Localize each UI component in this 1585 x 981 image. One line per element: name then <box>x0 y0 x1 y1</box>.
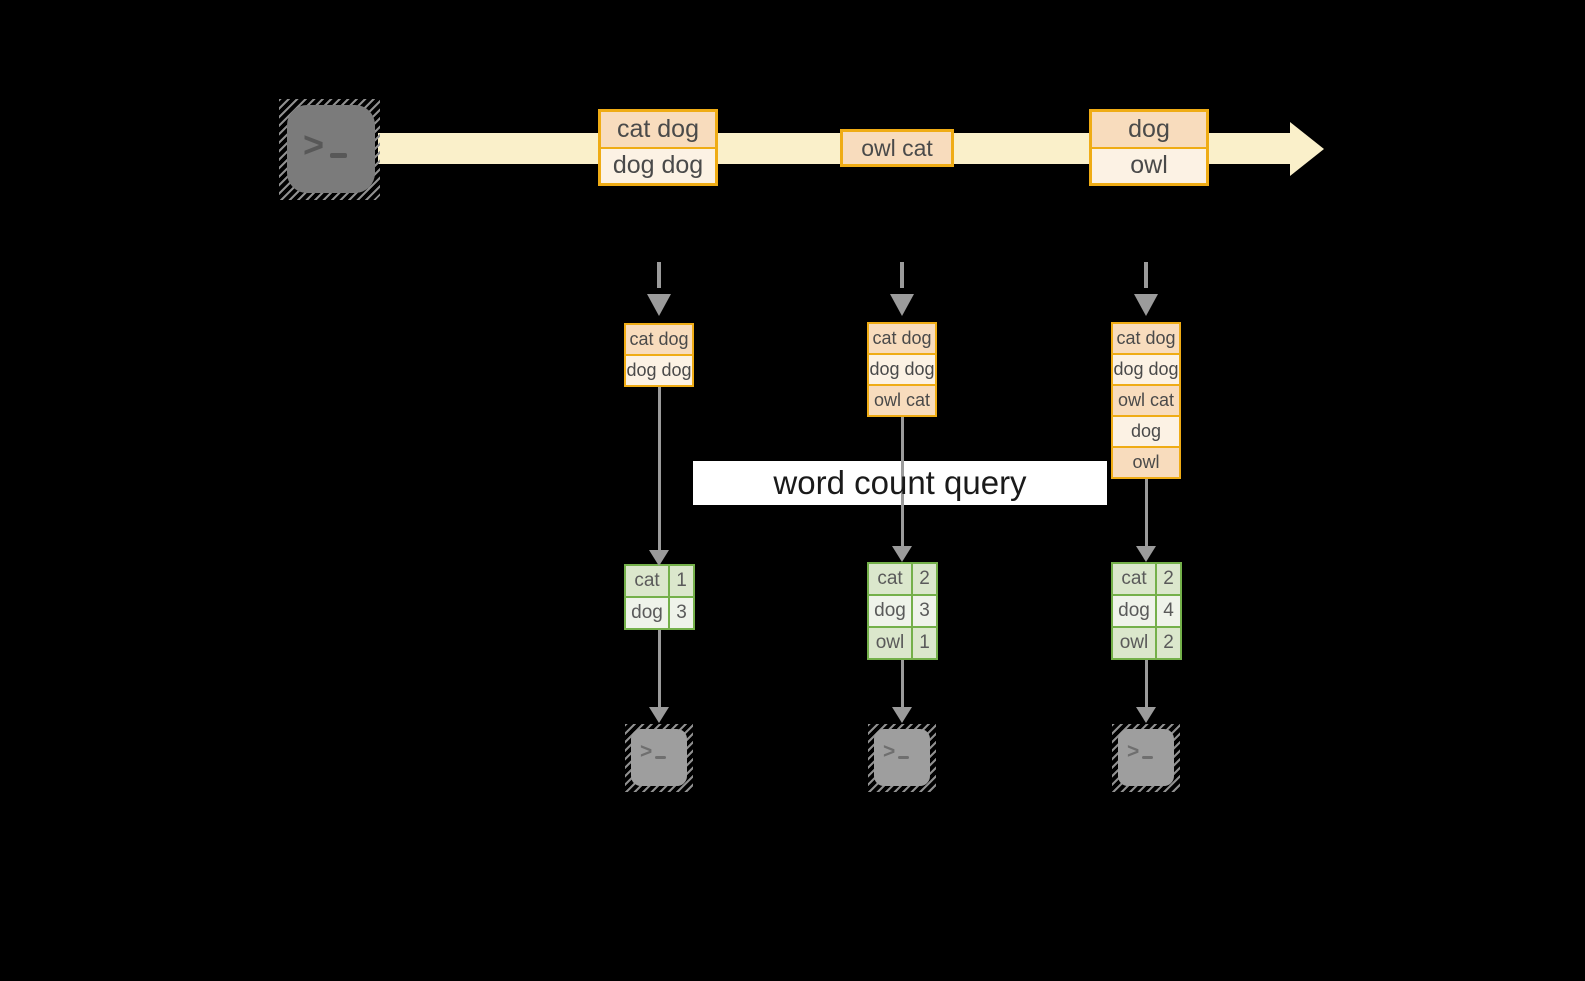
dashed-arrow-line <box>900 262 904 288</box>
count-value: 4 <box>1155 596 1180 626</box>
count-word: cat <box>634 570 660 591</box>
event-line: cat dog <box>601 112 715 147</box>
state-line: cat dog <box>869 324 935 353</box>
state-line: cat dog <box>1113 324 1179 353</box>
state-line: dog dog <box>1113 353 1179 384</box>
prompt-chevron-icon: > <box>883 740 896 763</box>
count-value: 1 <box>668 566 693 596</box>
query-arrow-line <box>901 417 904 546</box>
state-line: owl cat <box>869 384 935 415</box>
terminal-icon: > <box>1118 729 1174 786</box>
count-word: dog <box>1118 600 1150 621</box>
sink-arrow-head-icon <box>649 707 669 723</box>
count-value: 1 <box>911 628 936 658</box>
count-word: dog <box>631 602 663 623</box>
state-line: dog dog <box>869 353 935 384</box>
cursor-icon <box>898 756 910 759</box>
count-value: 2 <box>1155 564 1180 594</box>
query-label: word count query <box>773 464 1027 501</box>
stream-event-box-3: dog owl <box>1089 109 1209 186</box>
input-state-box-3: cat dog dog dog owl cat dog owl <box>1111 322 1181 479</box>
event-line: dog <box>1092 112 1206 147</box>
count-value: 3 <box>911 596 936 626</box>
sink-arrow-line <box>901 660 904 707</box>
prompt-chevron-icon: > <box>640 740 653 763</box>
terminal-icon: > <box>631 729 687 786</box>
terminal-icon: > <box>287 105 375 193</box>
event-line: dog dog <box>601 146 715 183</box>
state-line: cat dog <box>626 325 692 354</box>
count-value: 2 <box>911 564 936 594</box>
input-state-box-2: cat dog dog dog owl cat <box>867 322 937 417</box>
sink-arrow-head-icon <box>892 707 912 723</box>
state-line: dog <box>1113 415 1179 446</box>
query-arrow-line <box>1145 479 1148 546</box>
count-word: dog <box>874 600 906 621</box>
state-line: dog dog <box>626 354 692 385</box>
count-value: 3 <box>668 598 693 628</box>
input-state-box-1: cat dog dog dog <box>624 323 694 387</box>
dashed-arrow-head-icon <box>1134 294 1158 316</box>
count-word: cat <box>1121 568 1147 589</box>
state-line: owl cat <box>1113 384 1179 415</box>
query-arrow-head-icon <box>1136 546 1156 562</box>
stream-event-box-1: cat dog dog dog <box>598 109 718 186</box>
state-line: owl <box>1113 446 1179 477</box>
query-arrow-head-icon <box>892 546 912 562</box>
prompt-chevron-icon: > <box>1127 740 1140 763</box>
prompt-chevron-icon: > <box>303 124 325 165</box>
cursor-icon <box>1142 756 1154 759</box>
sink-arrow-head-icon <box>1136 707 1156 723</box>
count-table-1: cat 1 dog 3 <box>624 564 695 630</box>
terminal-icon: > <box>874 729 930 786</box>
sink-arrow-line <box>658 630 661 707</box>
dashed-arrow-line <box>657 262 661 288</box>
stream-arrowhead-icon <box>1290 122 1324 176</box>
count-table-3: cat 2 dog 4 owl 2 <box>1111 562 1182 660</box>
dashed-arrow-line <box>1144 262 1148 288</box>
count-table-2: cat 2 dog 3 owl 1 <box>867 562 938 660</box>
count-word: owl <box>875 632 905 653</box>
stream-event-box-2: owl cat <box>840 129 954 167</box>
query-label-background <box>693 461 1107 505</box>
sink-arrow-line <box>1145 660 1148 707</box>
dashed-arrow-head-icon <box>647 294 671 316</box>
count-word: cat <box>877 568 903 589</box>
event-line: owl <box>1092 146 1206 183</box>
event-line: owl cat <box>843 132 951 164</box>
query-arrow-head-icon <box>649 550 669 566</box>
count-word: owl <box>1119 632 1149 653</box>
cursor-icon <box>655 756 667 759</box>
cursor-icon <box>330 153 348 158</box>
dashed-arrow-head-icon <box>890 294 914 316</box>
query-arrow-line <box>658 387 661 550</box>
count-value: 2 <box>1155 628 1180 658</box>
